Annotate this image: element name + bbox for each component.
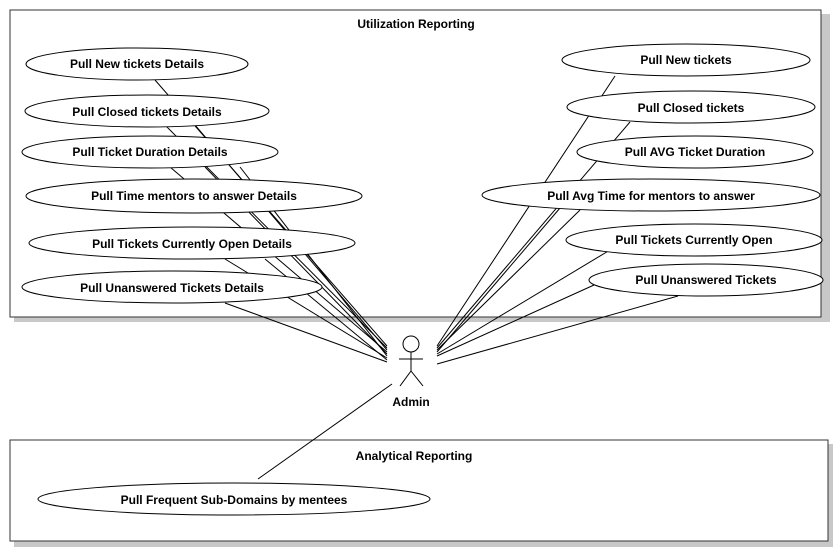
use-case-ticket-duration-details[interactable] (21, 135, 279, 169)
use-case-label: Pull Tickets Currently Open Details (92, 237, 292, 251)
analytical-title: Analytical Reporting (356, 449, 473, 463)
use-case-label: Pull New tickets (640, 53, 732, 67)
use-case-label: Pull Closed tickets Details (72, 105, 222, 119)
use-case-label: Pull Tickets Currently Open (615, 233, 772, 247)
use-case-time-mentors-details[interactable] (25, 178, 363, 214)
use-case-label: Pull Unanswered Tickets (635, 273, 776, 287)
association-avg-time-2 (436, 207, 561, 353)
association-open-details-2 (264, 258, 388, 361)
use-case-label: Pull New tickets Details (70, 57, 204, 71)
actor-head (402, 335, 420, 353)
use-case-label: Pull Ticket Duration Details (72, 145, 227, 159)
use-case-avg-ticket-duration[interactable] (576, 135, 814, 169)
association-open (436, 249, 611, 355)
association-unanswered-left (436, 284, 595, 357)
utilization-title: Utilization Reporting (357, 17, 474, 31)
admin-actor[interactable] (399, 335, 424, 387)
use-case-avg-time-mentors[interactable] (481, 178, 821, 212)
association-new (436, 75, 616, 347)
actor-label: Admin (392, 395, 429, 409)
use-case-closed-tickets-details[interactable] (24, 94, 270, 128)
use-case-new-tickets[interactable] (561, 43, 811, 77)
use-case-new-tickets-details[interactable] (25, 47, 249, 81)
use-case-closed-tickets[interactable] (566, 90, 816, 124)
association-unanswered-details (224, 302, 388, 363)
use-case-label: Pull Frequent Sub-Domains by mentees (121, 493, 348, 507)
use-case-label: Pull AVG Ticket Duration (625, 145, 765, 159)
use-case-unanswered-tickets[interactable] (588, 263, 824, 297)
use-case-label: Pull Unanswered Tickets Details (80, 281, 264, 295)
use-case-frequent-sub-domains[interactable] (37, 482, 431, 516)
use-case-unanswered-details[interactable] (21, 270, 323, 304)
association-avg-time (436, 209, 581, 351)
actor-right-leg (410, 370, 424, 387)
association-sub-domains (257, 383, 393, 480)
association-unanswered (436, 295, 679, 365)
use-case-label: Pull Time mentors to answer Details (91, 189, 297, 203)
use-case-label: Pull Closed tickets (638, 101, 745, 115)
use-case-tickets-currently-open[interactable] (565, 223, 823, 257)
actor-left-leg (399, 370, 412, 387)
use-case-currently-open-details[interactable] (28, 226, 356, 260)
use-case-label: Pull Avg Time for mentors to answer (547, 189, 755, 203)
